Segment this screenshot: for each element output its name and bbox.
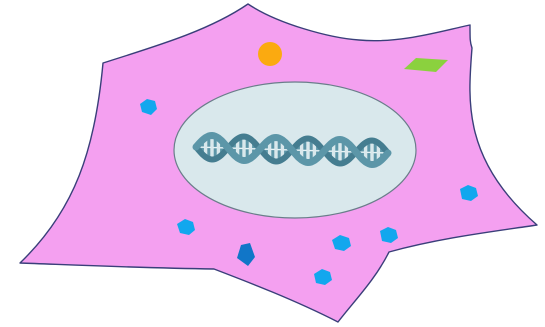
round-organelle xyxy=(258,42,282,66)
